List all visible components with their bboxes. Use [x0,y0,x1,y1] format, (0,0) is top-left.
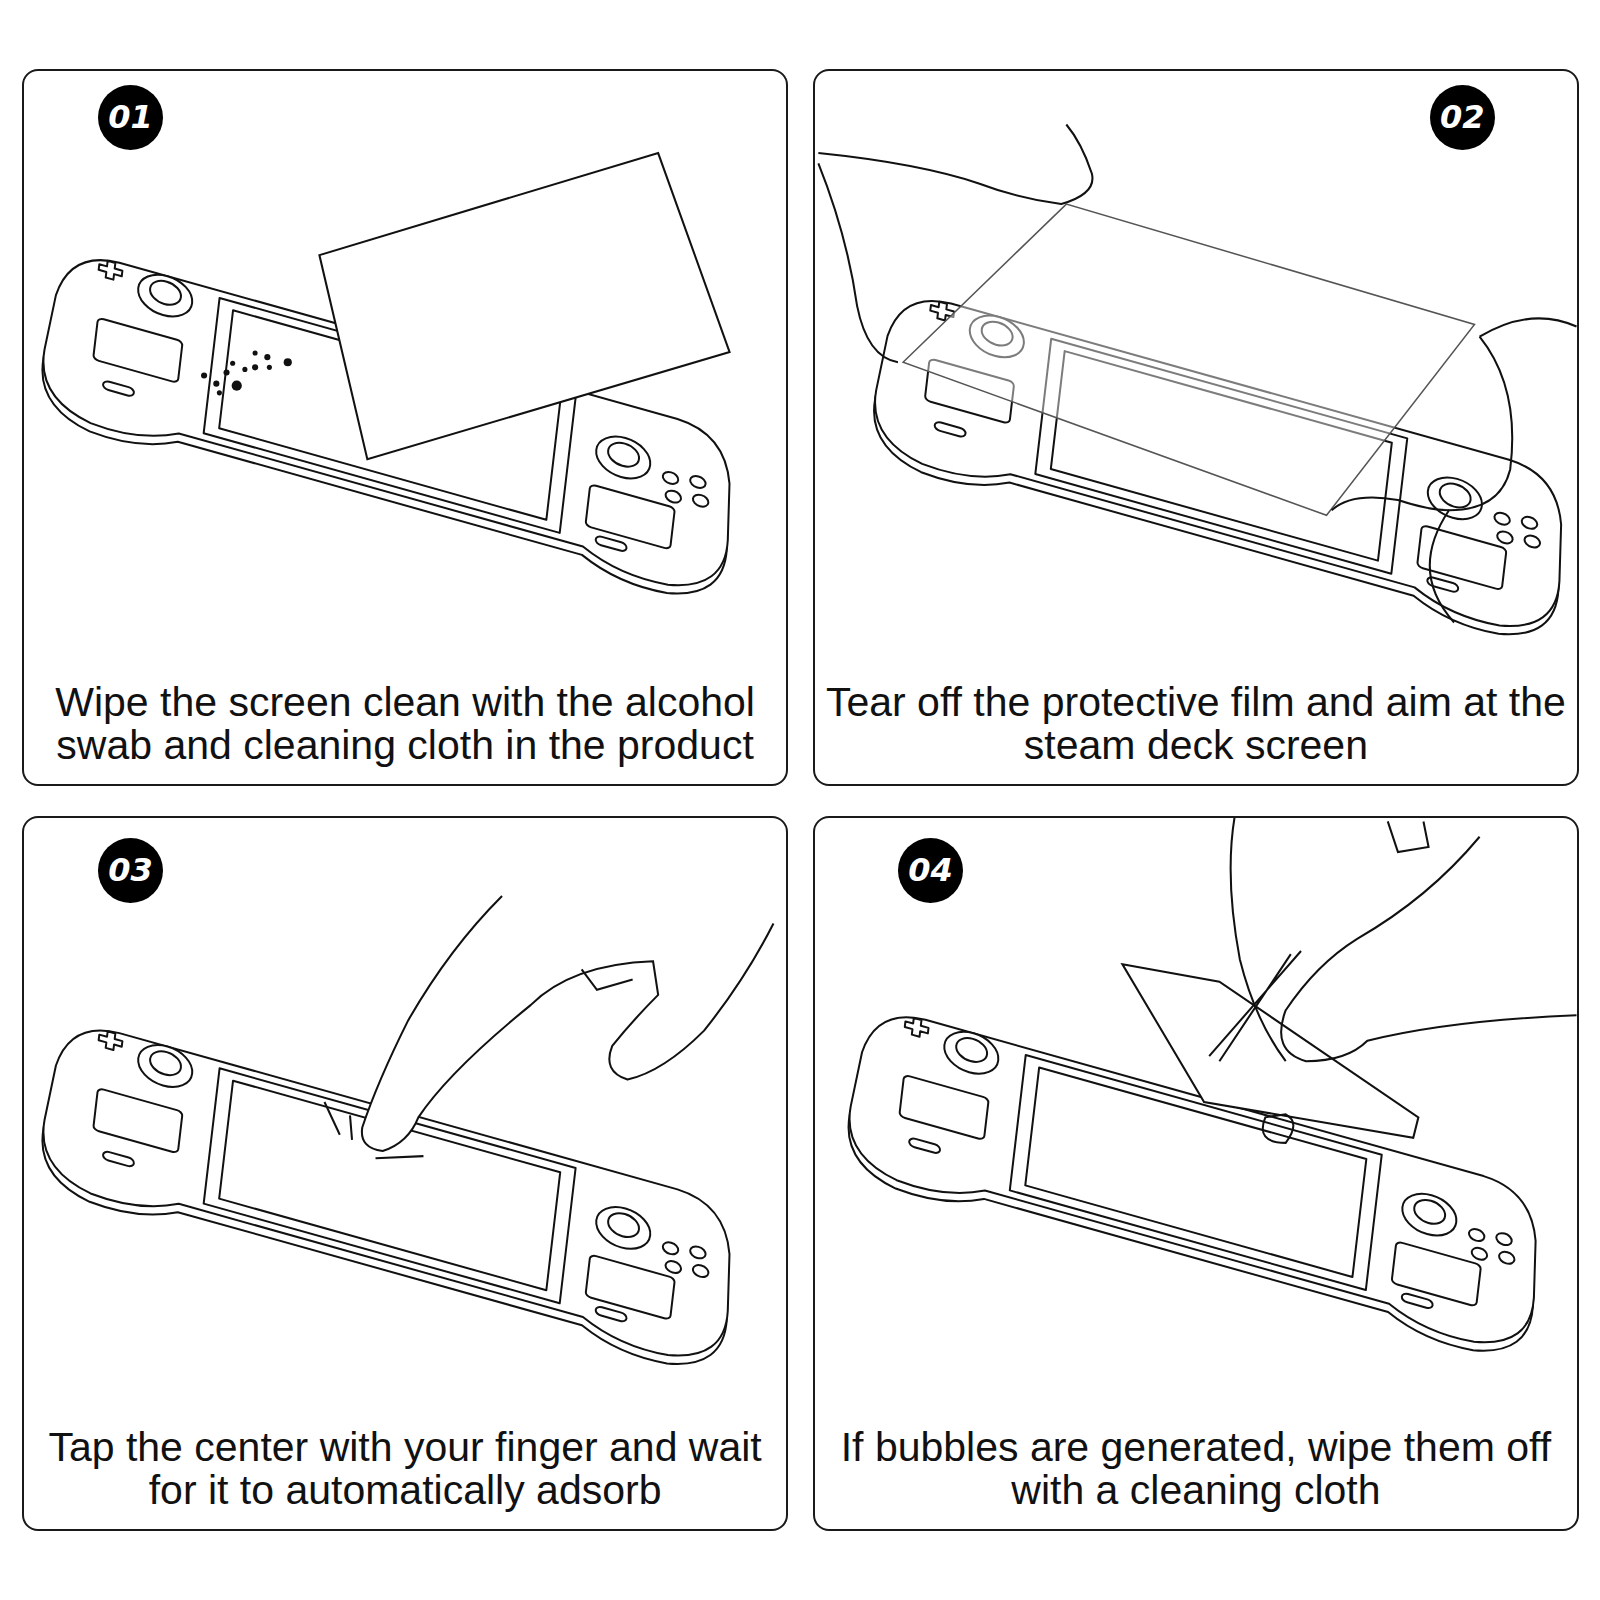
callout-number: 02 [1440,98,1485,136]
step-panel: Wipe the screen clean with the alcohol s… [22,69,787,785]
step-number-circle: 01 [98,85,163,150]
step-panel: If bubbles are generated, wipe them off … [813,816,1578,1530]
finger [362,896,774,1151]
step-panel: Tap the center with your finger and wait… [22,816,787,1530]
film-corner [1122,964,1418,1137]
dust-dots [201,351,292,396]
hand [1209,816,1576,1143]
step-number-circle: 04 [898,838,963,903]
cleaning-cloth [319,153,729,459]
step-number-circle: 03 [98,838,163,903]
protective-film [903,204,1474,515]
step-number-circle: 02 [1430,85,1495,150]
callout-number: 03 [108,851,153,889]
step-caption: Wipe the screen clean with the alcohol s… [30,681,779,767]
step-panel: Tear off the protective film and aim at … [813,69,1578,785]
step-caption: Tear off the protective film and aim at … [821,681,1570,767]
step-caption: If bubbles are generated, wipe them off … [821,1426,1570,1512]
hands [818,124,1576,622]
callout-number: 01 [108,98,153,136]
tap-marks [324,969,632,1158]
callout-number: 04 [908,851,953,889]
step-caption: Tap the center with your finger and wait… [30,1426,779,1512]
